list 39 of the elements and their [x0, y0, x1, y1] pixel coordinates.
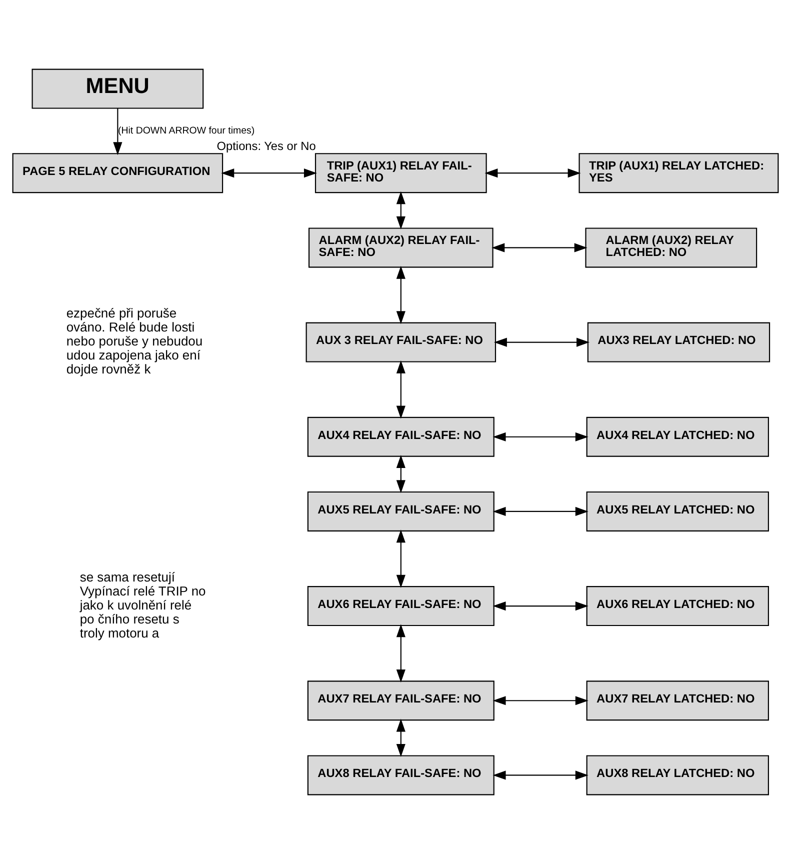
node-box: AUX4 RELAY LATCHED: NO	[586, 416, 769, 456]
node-box: TRIP (AUX1) RELAY FAIL-SAFE: NO	[314, 152, 487, 193]
node-box: AUX6 RELAY LATCHED: NO	[586, 586, 769, 626]
node-box: AUX3 RELAY LATCHED: NO	[587, 322, 770, 362]
arrow	[396, 360, 406, 418]
arrow	[492, 770, 588, 780]
node-box: AUX8 RELAY FAIL-SAFE: NO	[307, 754, 494, 795]
arrow	[396, 190, 406, 229]
edge-label: (Hit DOWN ARROW four times)	[118, 124, 255, 136]
node-box: ALARM (AUX2) RELAY FAIL-SAFE: NO	[308, 227, 494, 268]
arrow	[492, 696, 588, 705]
node-box: PAGE 5 RELAY CONFIGURATION	[12, 152, 224, 193]
label: se sama resetují Vypínací relé TRIP no jako k uvolnění relé po čního resetu s troly motoru a	[80, 568, 206, 640]
arrow	[396, 454, 406, 493]
node-box: AUX4 RELAY FAIL-SAFE: NO	[307, 416, 494, 456]
node-box: ALARM (AUX2) RELAY LATCHED: NO	[585, 227, 758, 268]
node-box: AUX5 RELAY FAIL-SAFE: NO	[307, 490, 494, 531]
arrow	[492, 601, 588, 610]
node-box: AUX7 RELAY FAIL-SAFE: NO	[307, 680, 494, 720]
node-box: TRIP (AUX1) RELAY LATCHED: YES	[578, 152, 779, 193]
node-box: AUX8 RELAY LATCHED: NO	[586, 754, 769, 795]
arrow	[484, 168, 581, 178]
node-box: MENU	[32, 68, 204, 108]
arrow	[492, 506, 588, 516]
arrow	[396, 624, 406, 682]
arrow	[396, 265, 406, 324]
node-box: AUX7 RELAY LATCHED: NO	[586, 680, 769, 720]
node-label: Options: Yes or No	[216, 138, 316, 153]
node-box: AUX 3 RELAY FAIL-SAFE: NO	[306, 322, 496, 362]
arrow	[113, 108, 122, 155]
arrow	[396, 718, 406, 756]
arrow	[492, 432, 588, 441]
arrow	[396, 529, 406, 588]
arrow	[494, 337, 590, 346]
node-box: AUX5 RELAY LATCHED: NO	[586, 490, 769, 531]
arrow	[221, 168, 317, 178]
label: ezpečné při poruše ováno. Relé bude losti nebo poruše y nebudou udou zapojena jako ení dojde rovněž k	[66, 305, 203, 376]
arrow	[492, 242, 588, 252]
node-box: AUX6 RELAY FAIL-SAFE: NO	[307, 586, 494, 626]
